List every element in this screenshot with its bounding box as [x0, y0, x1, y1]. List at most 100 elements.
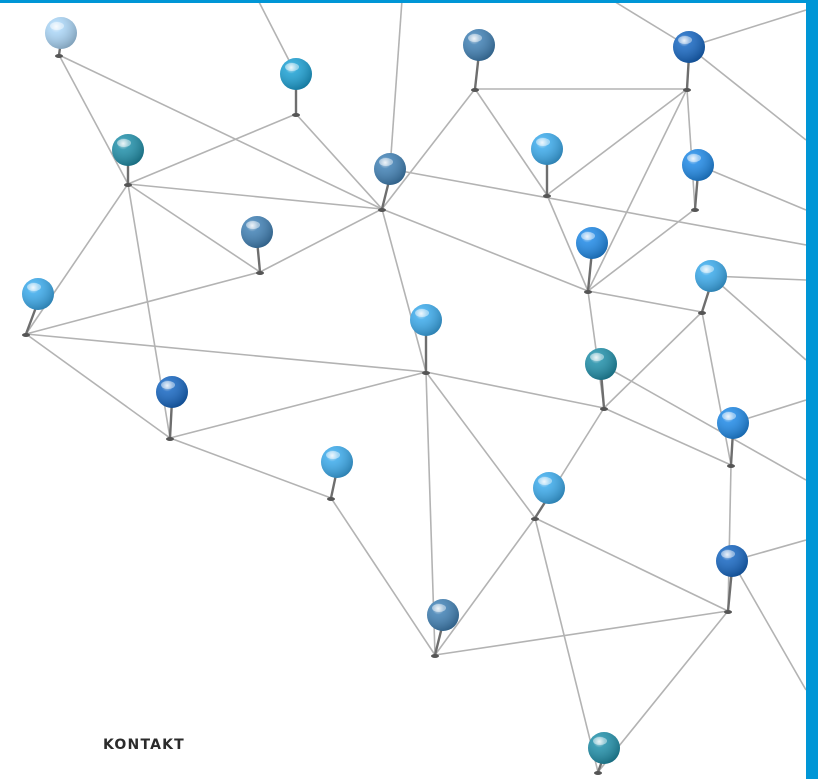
pin-tip — [422, 371, 430, 375]
pin-head-highlight — [593, 737, 607, 745]
pin-head-highlight — [687, 154, 701, 162]
pin-tip — [124, 183, 132, 187]
map-pin-icon — [717, 407, 749, 468]
pin-head-highlight — [581, 232, 595, 240]
network-edges — [25, 0, 806, 773]
network-edge — [587, 88, 688, 292]
map-pin-icon — [585, 348, 617, 411]
network-edge-outgoing — [688, 9, 806, 48]
network-edge — [434, 610, 729, 656]
network-edge — [546, 194, 589, 292]
pin-head-highlight — [285, 63, 299, 71]
network-edge — [330, 497, 436, 656]
pin-head-gloss — [682, 149, 714, 181]
network-edge-outgoing — [600, 363, 806, 481]
pin-tip — [378, 208, 386, 212]
pin-head-highlight — [379, 158, 393, 166]
pin-head-gloss — [588, 732, 620, 764]
pin-head-highlight — [415, 309, 429, 317]
map-pin-icon — [22, 278, 54, 337]
pin-tip — [594, 771, 602, 775]
network-edge — [295, 113, 383, 210]
network-edge — [701, 311, 732, 466]
pin-head-highlight — [27, 283, 41, 291]
network-edge — [587, 290, 703, 313]
network-edge-outgoing — [389, 168, 806, 246]
map-pin-icon — [695, 260, 727, 315]
map-pin-icon — [45, 17, 77, 58]
pin-head-highlight — [432, 604, 446, 612]
pin-tip — [600, 407, 608, 411]
map-pin-icon — [531, 133, 563, 198]
pin-head-gloss — [241, 216, 273, 248]
pin-head-gloss — [717, 407, 749, 439]
network-edge — [474, 88, 548, 196]
network-edge — [603, 407, 732, 466]
map-pin-icon — [241, 216, 273, 275]
pin-head-highlight — [678, 36, 692, 44]
pin-head-gloss — [695, 260, 727, 292]
pin-tip — [683, 88, 691, 92]
pin-head-gloss — [321, 446, 353, 478]
network-edge — [534, 517, 729, 612]
network-edge — [686, 88, 696, 210]
map-pin-icon — [280, 58, 312, 117]
map-pin-icon — [576, 227, 608, 294]
pin-tip — [698, 311, 706, 315]
network-edge — [603, 311, 703, 409]
pin-head-gloss — [716, 545, 748, 577]
pin-head-gloss — [576, 227, 608, 259]
pin-head-gloss — [156, 376, 188, 408]
map-pin-icon — [682, 149, 714, 212]
pin-head-gloss — [280, 58, 312, 90]
network-edge-outgoing — [710, 275, 806, 361]
pin-tip — [471, 88, 479, 92]
pin-head-highlight — [326, 451, 340, 459]
pin-head-highlight — [590, 353, 604, 361]
pin-tip — [327, 497, 335, 501]
network-edge — [587, 208, 696, 292]
pin-head-highlight — [700, 265, 714, 273]
pin-tip — [724, 610, 732, 614]
pin-head-gloss — [533, 472, 565, 504]
network-edge — [425, 371, 605, 409]
network-edge — [546, 88, 688, 196]
pin-tip — [55, 54, 63, 58]
pin-head-gloss — [673, 31, 705, 63]
pin-head-gloss — [112, 134, 144, 166]
network-edge — [25, 333, 171, 439]
network-edge — [58, 54, 129, 185]
network-edge — [381, 208, 427, 373]
network-edge-outgoing — [688, 46, 806, 141]
network-edge — [434, 517, 536, 656]
pin-head-gloss — [585, 348, 617, 380]
pin-head-gloss — [427, 599, 459, 631]
network-edge — [425, 371, 536, 519]
pin-head-highlight — [117, 139, 131, 147]
map-pin-icon — [112, 134, 144, 187]
pin-tip — [431, 654, 439, 658]
network-edge-outgoing — [389, 0, 403, 170]
network-edge — [381, 208, 589, 292]
frame-right-border — [806, 0, 818, 779]
pin-head-highlight — [468, 34, 482, 42]
pin-tip — [292, 113, 300, 117]
map-pin-icon — [374, 153, 406, 212]
network-edge — [381, 88, 476, 210]
pin-head-gloss — [374, 153, 406, 185]
pin-head-highlight — [538, 477, 552, 485]
pin-head-gloss — [463, 29, 495, 61]
network-edge — [127, 183, 261, 273]
map-pin-icon — [588, 732, 620, 775]
map-pin-icon — [716, 545, 748, 614]
network-edge-outgoing — [731, 560, 806, 691]
network-nodes — [22, 17, 749, 775]
map-pin-icon — [673, 31, 705, 92]
network-edge — [169, 371, 427, 439]
pin-head-gloss — [45, 17, 77, 49]
network-edge — [259, 208, 383, 273]
contact-label[interactable]: KONTAKT — [103, 737, 185, 753]
pin-tip — [256, 271, 264, 275]
pin-head-gloss — [531, 133, 563, 165]
